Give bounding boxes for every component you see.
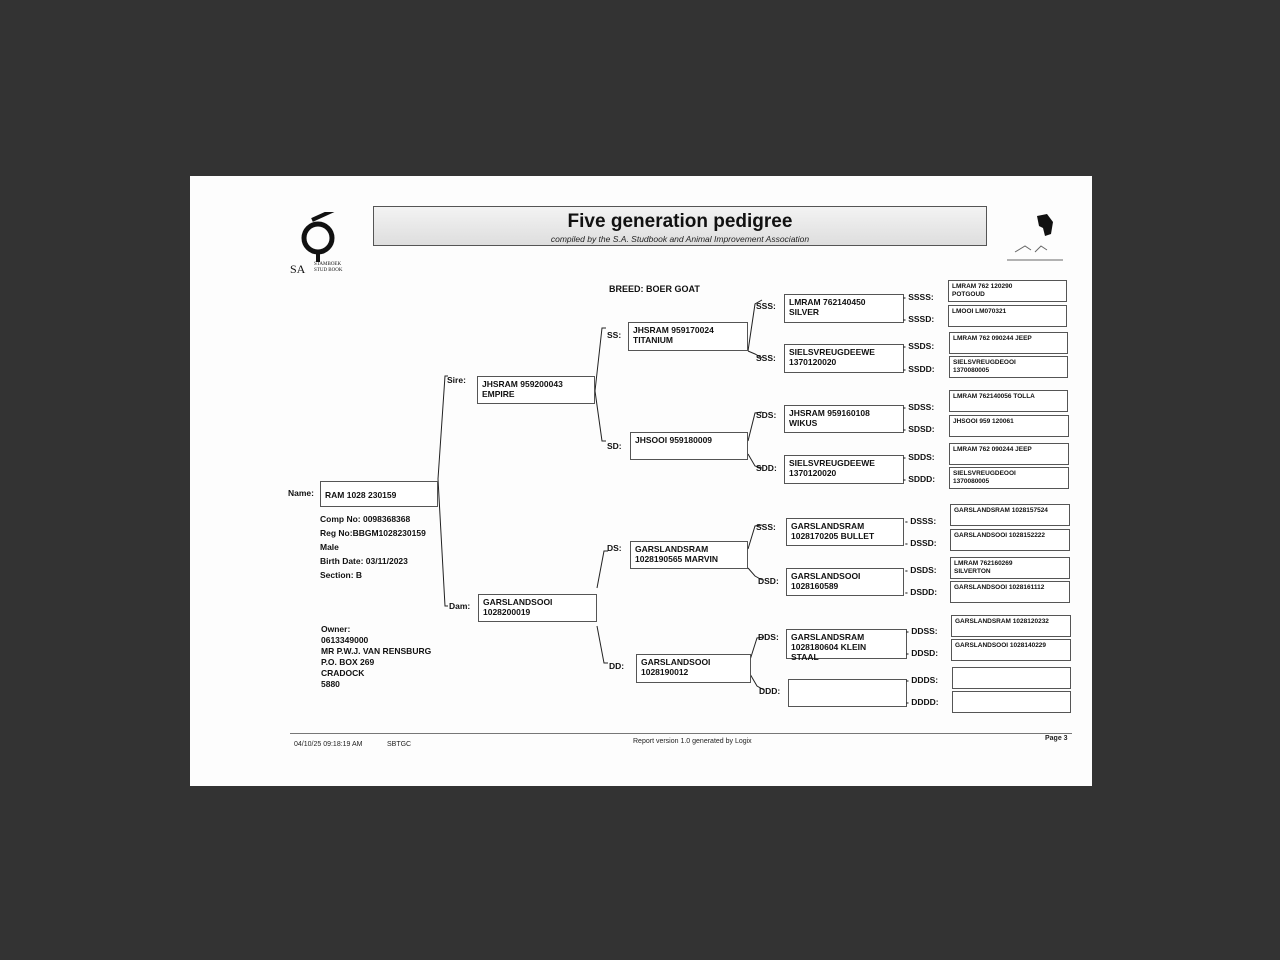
dsdd-box: GARSLANDSOOI 1028161112 xyxy=(950,581,1070,603)
dd-box: GARSLANDSOOI 1028190012 xyxy=(636,654,751,683)
owner-name: MR P.W.J. VAN RENSBURG xyxy=(321,646,432,656)
logo-text-line2: STUD BOOK xyxy=(314,268,343,273)
sds-label: SDS: xyxy=(756,410,777,420)
ssss-label: - SSSS: xyxy=(903,292,934,302)
dd-label: DD: xyxy=(609,661,625,671)
dsd-label: DSD: xyxy=(758,576,779,586)
logo-text-line1: STAMBOEK xyxy=(314,262,342,267)
dam-box: GARSLANDSOOI 1028200019 xyxy=(478,594,597,622)
ddss-box: GARSLANDSRAM 1028120232 xyxy=(951,615,1071,637)
sire-label: Sire: xyxy=(447,375,466,385)
ds-label: DS: xyxy=(607,543,622,553)
sdss-box: LMRAM 762140056 TOLLA xyxy=(949,390,1068,412)
reg-no: Reg No:BBGM1028230159 xyxy=(320,528,426,538)
sdd-label: SDD: xyxy=(756,463,777,473)
dsds-label: - DSDS: xyxy=(905,565,937,575)
dddd-label: - DDDD: xyxy=(906,697,939,707)
ssss-box: LMRAM 762 120290 POTGOUD xyxy=(948,280,1067,302)
ssdd-label: - SSDD: xyxy=(903,364,935,374)
dds-label: DDS: xyxy=(758,632,779,642)
ddds-label: - DDDS: xyxy=(906,675,939,685)
dam-label: Dam: xyxy=(449,601,471,611)
report-subtitle: compiled by the S.A. Studbook and Animal… xyxy=(550,234,810,244)
birth-date: Birth Date: 03/11/2023 xyxy=(320,556,408,566)
footer-code: SBTGC xyxy=(387,741,412,748)
sd-box: JHSOOI 959180009 xyxy=(630,432,748,460)
stud-book-logo-mark xyxy=(301,208,335,262)
sd-label: SD: xyxy=(607,441,622,451)
sssd-box: LMOOI LM070321 xyxy=(948,305,1067,327)
dsss-box: GARSLANDSRAM 1028157524 xyxy=(950,504,1070,526)
subject-animal-box: RAM 1028 230159 xyxy=(320,481,438,507)
report-title: Five generation pedigree xyxy=(567,211,793,232)
breed-label: BREED: BOER GOAT xyxy=(609,284,700,294)
owner-number: 0613349000 xyxy=(321,635,369,645)
ds-box: GARSLANDSRAM 1028190565 MARVIN xyxy=(630,541,748,569)
comp-no: Comp No: 0098368368 xyxy=(320,514,411,524)
name-label: Name: xyxy=(288,488,314,498)
dssd-label: - DSSD: xyxy=(905,538,937,548)
section: Section: B xyxy=(320,570,363,580)
ddsd-label: - DDSD: xyxy=(906,648,939,658)
ssds-label: - SSDS: xyxy=(903,341,935,351)
stud-book-logo: SA STAMBOEK STUD BOOK xyxy=(290,208,360,280)
sddd-label: - SDDD: xyxy=(903,474,936,484)
sdd-box: SIELSVREUGDEEWE 1370120020 xyxy=(784,455,904,484)
dssd-box: GARSLANDSOOI 1028152222 xyxy=(950,529,1070,551)
dsd-box: GARSLANDSOOI 1028160589 xyxy=(786,568,904,596)
sdsd-label: - SDSD: xyxy=(903,424,935,434)
footer-datetime: 04/10/25 09:18:19 AM xyxy=(294,741,363,748)
sss-label: SSS: xyxy=(756,301,776,311)
ss-box: JHSRAM 959170024 TITANIUM xyxy=(628,322,748,351)
footer-report-version: Report version 1.0 generated by Logix xyxy=(633,738,752,745)
sdds-box: LMRAM 762 090244 JEEP xyxy=(949,443,1069,465)
sdss-label: - SDSS: xyxy=(903,402,935,412)
ddd-label: DDD: xyxy=(759,686,781,696)
owner-address1: P.O. BOX 269 xyxy=(321,657,375,667)
owner-label: Owner: xyxy=(321,624,351,634)
pedigree-connector-lines xyxy=(437,299,765,691)
ss-label: SS: xyxy=(607,330,622,340)
dsds-box: LMRAM 762160269 SILVERTON xyxy=(950,557,1070,579)
logo-text-sa: SA xyxy=(290,262,306,276)
dds-box: GARSLANDSRAM 1028180604 KLEIN STAAL xyxy=(786,629,907,662)
dsss-label: - DSSS: xyxy=(905,516,937,526)
ssdd-box: SIELSVREUGDEOOI 1370080005 xyxy=(949,356,1068,378)
footer-divider xyxy=(290,733,1072,734)
goat-emblem-icon xyxy=(1005,212,1065,264)
footer-page-number: Page 3 xyxy=(1045,735,1068,742)
ssd-box: SIELSVREUGDEEWE 1370120020 xyxy=(784,344,904,373)
sds-box: JHSRAM 959160108 WIKUS xyxy=(784,405,904,433)
sssd-label: - SSSD: xyxy=(903,314,935,324)
dsdd-label: - DSDD: xyxy=(905,587,938,597)
ddss-label: - DDSS: xyxy=(906,626,938,636)
sdsd-box: JHSOOI 959 120061 xyxy=(949,415,1069,437)
sss-box: LMRAM 762140450 SILVER xyxy=(784,294,904,323)
dss-label: SSS: xyxy=(756,522,776,532)
sire-box: JHSRAM 959200043 EMPIRE xyxy=(477,376,595,404)
report-header-banner: Five generation pedigree compiled by the… xyxy=(373,206,987,246)
ssd-label: SSS: xyxy=(756,353,776,363)
dddd-box xyxy=(952,691,1071,713)
animal-details: Comp No: 0098368368 Reg No:BBGM102823015… xyxy=(320,512,426,582)
sddd-box: SIELSVREUGDEOOI 1370080005 xyxy=(949,467,1069,489)
owner-address2: CRADOCK xyxy=(321,668,365,678)
ssds-box: LMRAM 762 090244 JEEP xyxy=(949,332,1068,354)
ddsd-box: GARSLANDSOOI 1028140229 xyxy=(951,639,1071,661)
pedigree-document: SA STAMBOEK STUD BOOK Five generation pe… xyxy=(190,176,1092,786)
sdds-label: - SDDS: xyxy=(903,452,935,462)
owner-code: 5880 xyxy=(321,679,340,689)
sex: Male xyxy=(320,542,339,552)
ddds-box xyxy=(952,667,1071,689)
ddd-box xyxy=(788,679,907,707)
owner-details: Owner: 0613349000 MR P.W.J. VAN RENSBURG… xyxy=(321,624,431,690)
dss-box: GARSLANDSRAM 1028170205 BULLET xyxy=(786,518,904,546)
